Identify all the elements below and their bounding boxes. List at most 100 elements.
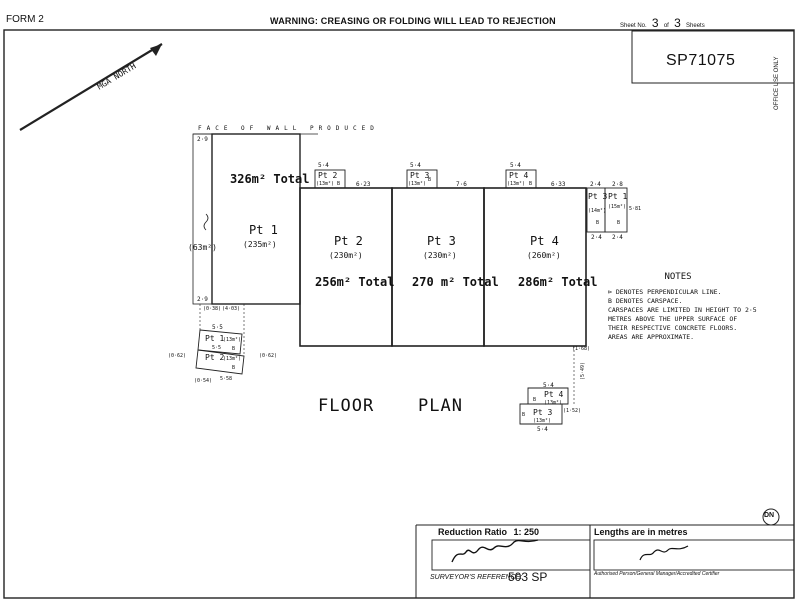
sheet-total: 3 [674, 16, 681, 30]
office-use-label: OFFICE USE ONLY [774, 56, 780, 110]
notes-line-5: THEIR RESPECTIVE CONCRETE FLOORS. [608, 324, 738, 332]
authorised-label: Authorised Person/General Manager/Accred… [594, 571, 720, 577]
sheet-border [3, 29, 795, 599]
notes-line-6: AREAS ARE APPROXIMATE. [608, 333, 695, 341]
dim-right-24b: 2·4 [591, 234, 602, 241]
carspace-left-pt2 [195, 349, 245, 375]
lot-pt1-area: (235m²) [243, 240, 277, 249]
surveyors-ref-label: SURVEYOR'S REFERENCE: [430, 574, 523, 581]
carspace-top-pt3-width: 5·4 [410, 162, 421, 169]
carspace-top-pt2 [314, 169, 346, 189]
dim-062-left: (0·62) [168, 353, 187, 359]
dim-mid-left: 2·9 [197, 296, 208, 303]
notes-title: NOTES [664, 272, 692, 282]
reduction-ratio: Reduction Ratio 1: 250 [438, 527, 539, 537]
sheet-info: Sheet No. 3 of 3 Sheets [620, 16, 705, 30]
lot-pt2-area: (230m²) [329, 251, 363, 260]
dim-038: (0·38) [203, 306, 222, 312]
surveyors-ref: 503 SP [508, 570, 548, 584]
carspace-bottom-pt3-mark: B [522, 412, 526, 418]
carspace-right-pt3-lot: Pt 3 [588, 192, 608, 201]
lot-pt1-extra [192, 133, 213, 305]
lot-pt4-total: 286m² Total [518, 275, 598, 289]
carspace-right-pt1-lot: Pt 1 [608, 192, 628, 201]
sheet-no: 3 [651, 16, 659, 30]
notes-line-3: CARSPACES ARE LIMITED IN HEIGHT TO 2·5 [608, 306, 757, 314]
carspace-right-pt3-area: (14m²) [588, 208, 607, 214]
carspace-top-pt3 [406, 169, 438, 189]
signature-box [431, 539, 591, 571]
dim-55b: 5·5 [212, 345, 222, 351]
dim-bottom-54: 5·4 [543, 382, 554, 389]
dim-right-24c: 2·4 [612, 234, 623, 241]
carspace-left-pt1 [197, 329, 243, 355]
carspace-left-pt2-area: (13m²) [223, 356, 242, 362]
plan-number: SP71075 [666, 52, 736, 69]
carspace-left-pt2-lot: Pt 2 [205, 353, 225, 362]
lot-pt1-boundary [211, 133, 301, 305]
lot-pt1-extra-area: (63m²) [188, 243, 217, 252]
dim-062-right: (0·62) [259, 353, 278, 359]
lot-pt3-id: Pt 3 [427, 234, 456, 248]
carspace-bottom-pt3-area: (13m²) [533, 418, 552, 424]
carspace-left-pt1-mark: B [232, 346, 236, 352]
lot-pt4-area: (260m²) [527, 251, 561, 260]
carspace-top-pt4-mark: B [529, 181, 533, 187]
lot-pt3-area: (230m²) [423, 251, 457, 260]
form-label: FORM 2 [6, 14, 44, 25]
carspace-right-pt3-mark: B [596, 220, 600, 226]
sheets-label: Sheets [686, 23, 705, 29]
lot-pt1-total: 326m² Total [230, 172, 310, 186]
dim-558: 5·58 [220, 376, 233, 382]
carspace-top-pt2-mark: B [337, 181, 341, 187]
break-symbol [203, 213, 209, 231]
dim-top-left: 2·9 [197, 136, 208, 143]
carspace-top-pt4 [505, 169, 537, 189]
dim-55: 5·5 [212, 324, 223, 331]
floor-plan-title-2: PLAN [418, 396, 463, 416]
carspace-top-pt2-lot: Pt 2 [318, 171, 338, 180]
carspace-top-pt4-width: 5·4 [510, 162, 521, 169]
notes-line-4: METRES ABOVE THE UPPER SURFACE OF [608, 315, 738, 323]
carspace-top-pt4-lot: Pt 4 [509, 171, 529, 180]
north-arrow-head [150, 44, 162, 56]
lengths-note: Lengths are in metres [594, 527, 688, 537]
notes-line-2: B DENOTES CARSPACE. [608, 297, 683, 305]
plan-number-box [631, 30, 795, 84]
notes-block: NOTES ⊳ DENOTES PERPENDICULAR LINE. B DE… [608, 272, 788, 342]
lot-pt2-id: Pt 2 [334, 234, 363, 248]
surveyor-signature [451, 539, 539, 563]
dim-bottom-54b: 5·4 [537, 426, 548, 433]
carspace-left-pt1-area: (13m²) [223, 337, 242, 343]
dim-right-24: 2·4 [590, 181, 601, 188]
dim-633: 6·33 [551, 181, 566, 188]
dim-76: 7·6 [456, 181, 467, 188]
carspace-left-pt2-mark: B [232, 365, 236, 371]
lot-pt4-boundary [483, 187, 587, 347]
lot-pt4-id: Pt 4 [530, 234, 559, 248]
lot-pt2-total: 256m² Total [315, 275, 395, 289]
lot-pt3-total: 270 m² Total [412, 275, 499, 289]
carspace-right-pt1-mark: B [617, 220, 621, 226]
lot-pt3-boundary [391, 187, 485, 347]
dim-054: (0·54) [194, 378, 213, 384]
sheet-of-label: of [663, 23, 669, 29]
carspace-bottom-pt4-lot: Pt 4 [544, 390, 564, 399]
face-of-wall-label: FACE OF WALL PRODUCED [198, 125, 379, 132]
reduction-value: 1: 250 [513, 527, 540, 537]
dim-549: (5·49) [580, 361, 587, 381]
authorised-box [593, 539, 795, 571]
carspace-bottom-pt4-mark: B [533, 397, 537, 403]
reduction-label: Reduction Ratio [438, 527, 507, 537]
dim-168: (1·68) [572, 346, 591, 352]
lot-pt1-id: Pt 1 [249, 223, 278, 237]
seal-text: DN [764, 512, 775, 519]
carspace-top-pt4-area: (13m²) [507, 181, 526, 187]
carspace-top-pt3-lot: Pt 3 [410, 171, 430, 180]
carspace-top-pt2-width: 5·4 [318, 162, 329, 169]
carspace-right-pt1-area: (15m²) [608, 204, 627, 210]
lot-pt2-boundary [299, 187, 393, 347]
sheet-no-label: Sheet No. [620, 23, 647, 29]
carspace-top-pt3-mark: B [428, 177, 432, 183]
